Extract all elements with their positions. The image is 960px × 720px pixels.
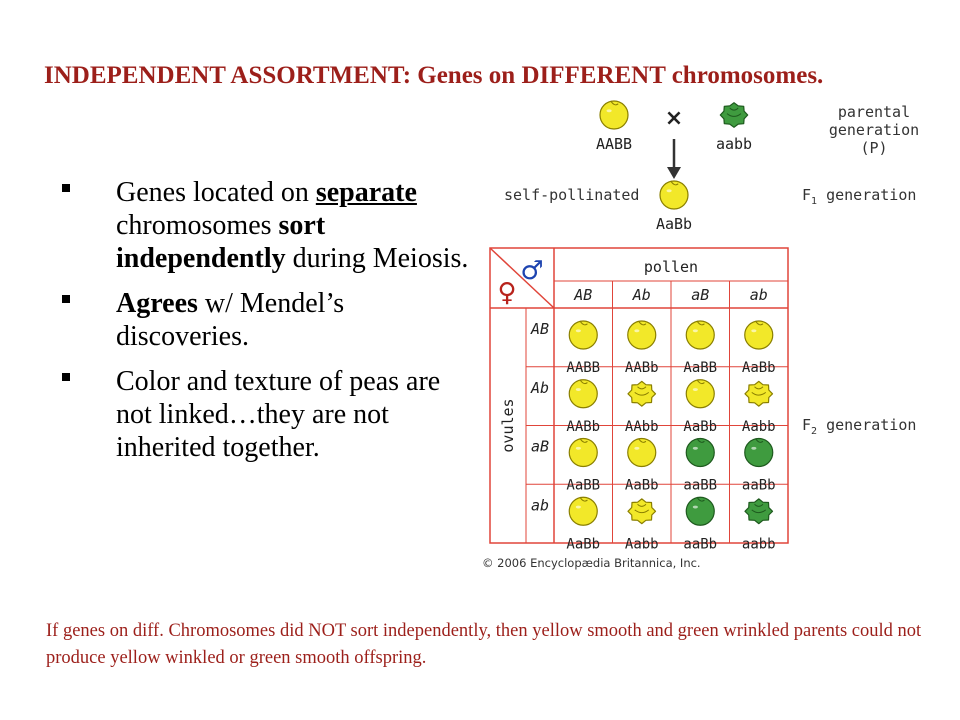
ovules-label: ovules bbox=[499, 398, 517, 452]
bullet-text-part: chromosomes bbox=[116, 210, 279, 241]
bullet-item: Genes located on separate chromosomes so… bbox=[60, 176, 480, 275]
yellow-smooth-pea-icon bbox=[568, 496, 598, 526]
green-wrinkled-pea-icon bbox=[744, 498, 774, 525]
offspring-genotype: Aabb bbox=[742, 419, 776, 435]
footnote: If genes on diff. Chromosomes did NOT so… bbox=[46, 621, 922, 668]
offspring-genotype: AABB bbox=[566, 360, 600, 376]
slide-title: INDEPENDENT ASSORTMENT: Genes on DIFFERE… bbox=[44, 62, 824, 89]
offspring-genotype: AABb bbox=[566, 419, 600, 435]
offspring-genotype: aabb bbox=[742, 536, 776, 552]
punnett-cell: AABb bbox=[625, 320, 659, 376]
offspring-genotype: aaBB bbox=[683, 478, 717, 494]
punnett-cell: aaBB bbox=[683, 437, 717, 494]
ovule-gamete: Ab bbox=[530, 379, 549, 397]
underlined-term: separate bbox=[315, 177, 417, 208]
yellow-wrinkled-pea-icon bbox=[627, 498, 657, 525]
punnett-cell: AABb bbox=[566, 379, 600, 435]
bullet-text: Agrees w/ Mendel’s discoveries. bbox=[116, 288, 344, 352]
punnett-cell: AaBb bbox=[625, 437, 659, 494]
female-symbol-icon: ♀ bbox=[497, 278, 516, 308]
punnett-cell: AABB bbox=[566, 320, 600, 376]
bullet-text-part: w/ Mendel’s discoveries. bbox=[116, 288, 345, 352]
male-symbol-icon: ♂ bbox=[520, 256, 543, 286]
copyright-text: © 2006 Encyclopædia Britannica, Inc. bbox=[482, 556, 701, 570]
pollen-gamete: ab bbox=[750, 286, 768, 304]
parent-genotype: AABB bbox=[596, 135, 632, 153]
green-smooth-pea-icon bbox=[685, 437, 715, 468]
parental-label-line3: (P) bbox=[860, 139, 887, 157]
grid-border bbox=[489, 247, 789, 544]
bullet-marker bbox=[62, 295, 70, 303]
arrow-head-icon bbox=[667, 167, 681, 179]
yellow-wrinkled-pea-icon bbox=[627, 380, 657, 407]
punnett-cell: AaBb bbox=[742, 320, 776, 376]
yellow-smooth-pea-icon bbox=[568, 320, 598, 350]
f1-genotype: AaBb bbox=[656, 215, 692, 233]
green-smooth-pea-icon bbox=[685, 496, 715, 526]
grid-diagonal bbox=[489, 247, 555, 309]
bold-term: Agrees bbox=[116, 288, 198, 319]
self-pollinated-label: self-pollinated bbox=[504, 186, 639, 204]
offspring-genotype: aaBb bbox=[683, 536, 717, 552]
pollen-gamete: Ab bbox=[632, 286, 651, 304]
ovule-gamete: ab bbox=[531, 496, 549, 514]
ovule-gamete: aB bbox=[531, 438, 549, 456]
yellow-smooth-pea-icon bbox=[685, 320, 715, 350]
punnett-cell: aabb bbox=[742, 498, 776, 552]
f1-generation-label: F1 generation bbox=[802, 186, 916, 207]
bullet-text-part: Color and texture of peas are not linked… bbox=[116, 366, 441, 463]
yellow-wrinkled-pea-icon bbox=[744, 380, 774, 407]
green-smooth-pea-icon bbox=[744, 437, 774, 468]
bullet-item: Agrees w/ Mendel’s discoveries. bbox=[60, 287, 480, 353]
bullet-text-part: during Meiosis. bbox=[285, 243, 469, 274]
punnett-cell: AAbb bbox=[625, 380, 659, 435]
offspring-genotype: Aabb bbox=[625, 536, 659, 552]
yellow-smooth-pea-icon bbox=[659, 180, 689, 210]
green-wrinkled-pea-icon bbox=[719, 102, 749, 128]
yellow-smooth-pea-icon bbox=[685, 379, 715, 409]
parent-genotype: aabb bbox=[716, 135, 752, 153]
pollen-label: pollen bbox=[644, 258, 698, 276]
offspring-genotype: AaBb bbox=[625, 478, 659, 494]
punnett-cell: Aabb bbox=[625, 498, 659, 552]
offspring-genotype: AaBb bbox=[566, 536, 600, 552]
yellow-smooth-pea-icon bbox=[599, 100, 629, 130]
punnett-cell: aaBb bbox=[742, 437, 776, 494]
pollen-gamete: aB bbox=[691, 286, 709, 304]
bullet-marker bbox=[62, 184, 70, 192]
punnett-cell: AaBb bbox=[566, 496, 600, 552]
offspring-genotype: AaBb bbox=[742, 360, 776, 376]
cross-symbol: × bbox=[665, 106, 683, 131]
bullet-text: Color and texture of peas are not linked… bbox=[116, 366, 440, 463]
punnett-cell: AaBb bbox=[683, 379, 717, 435]
offspring-genotype: AAbb bbox=[625, 419, 659, 435]
bullet-item: Color and texture of peas are not linked… bbox=[60, 365, 480, 464]
offspring-genotype: AaBB bbox=[683, 360, 717, 376]
bullet-text-part: Genes located on bbox=[116, 177, 316, 208]
yellow-smooth-pea-icon bbox=[627, 437, 657, 468]
bullet-marker bbox=[62, 373, 70, 381]
punnett-cell: Aabb bbox=[742, 380, 776, 435]
offspring-genotype: AaBb bbox=[683, 419, 717, 435]
punnett-cell: aaBb bbox=[683, 496, 717, 552]
f2-generation-label: F2 generation bbox=[802, 416, 916, 437]
offspring-genotype: AaBB bbox=[566, 478, 600, 494]
parental-label-line2: generation bbox=[829, 121, 919, 139]
punnett-cell: AaBB bbox=[566, 437, 600, 494]
offspring-genotype: AABb bbox=[625, 360, 659, 376]
punnett-cell: AaBB bbox=[683, 320, 717, 376]
offspring-genotype: aaBb bbox=[742, 478, 776, 494]
yellow-smooth-pea-icon bbox=[568, 437, 598, 468]
pollen-gamete: AB bbox=[573, 286, 592, 304]
yellow-smooth-pea-icon bbox=[627, 320, 657, 350]
dihybrid-cross-diagram: AABB aabb × parental generation (P) self-… bbox=[482, 100, 919, 570]
bullet-text: Genes located on separate chromosomes so… bbox=[116, 177, 468, 274]
yellow-smooth-pea-icon bbox=[568, 379, 598, 409]
yellow-smooth-pea-icon bbox=[744, 320, 774, 350]
bullet-list: Genes located on separate chromosomes so… bbox=[60, 176, 480, 476]
bold-term: sort independently bbox=[116, 210, 326, 274]
parental-label-line1: parental bbox=[838, 103, 910, 121]
ovule-gamete: AB bbox=[530, 320, 549, 338]
